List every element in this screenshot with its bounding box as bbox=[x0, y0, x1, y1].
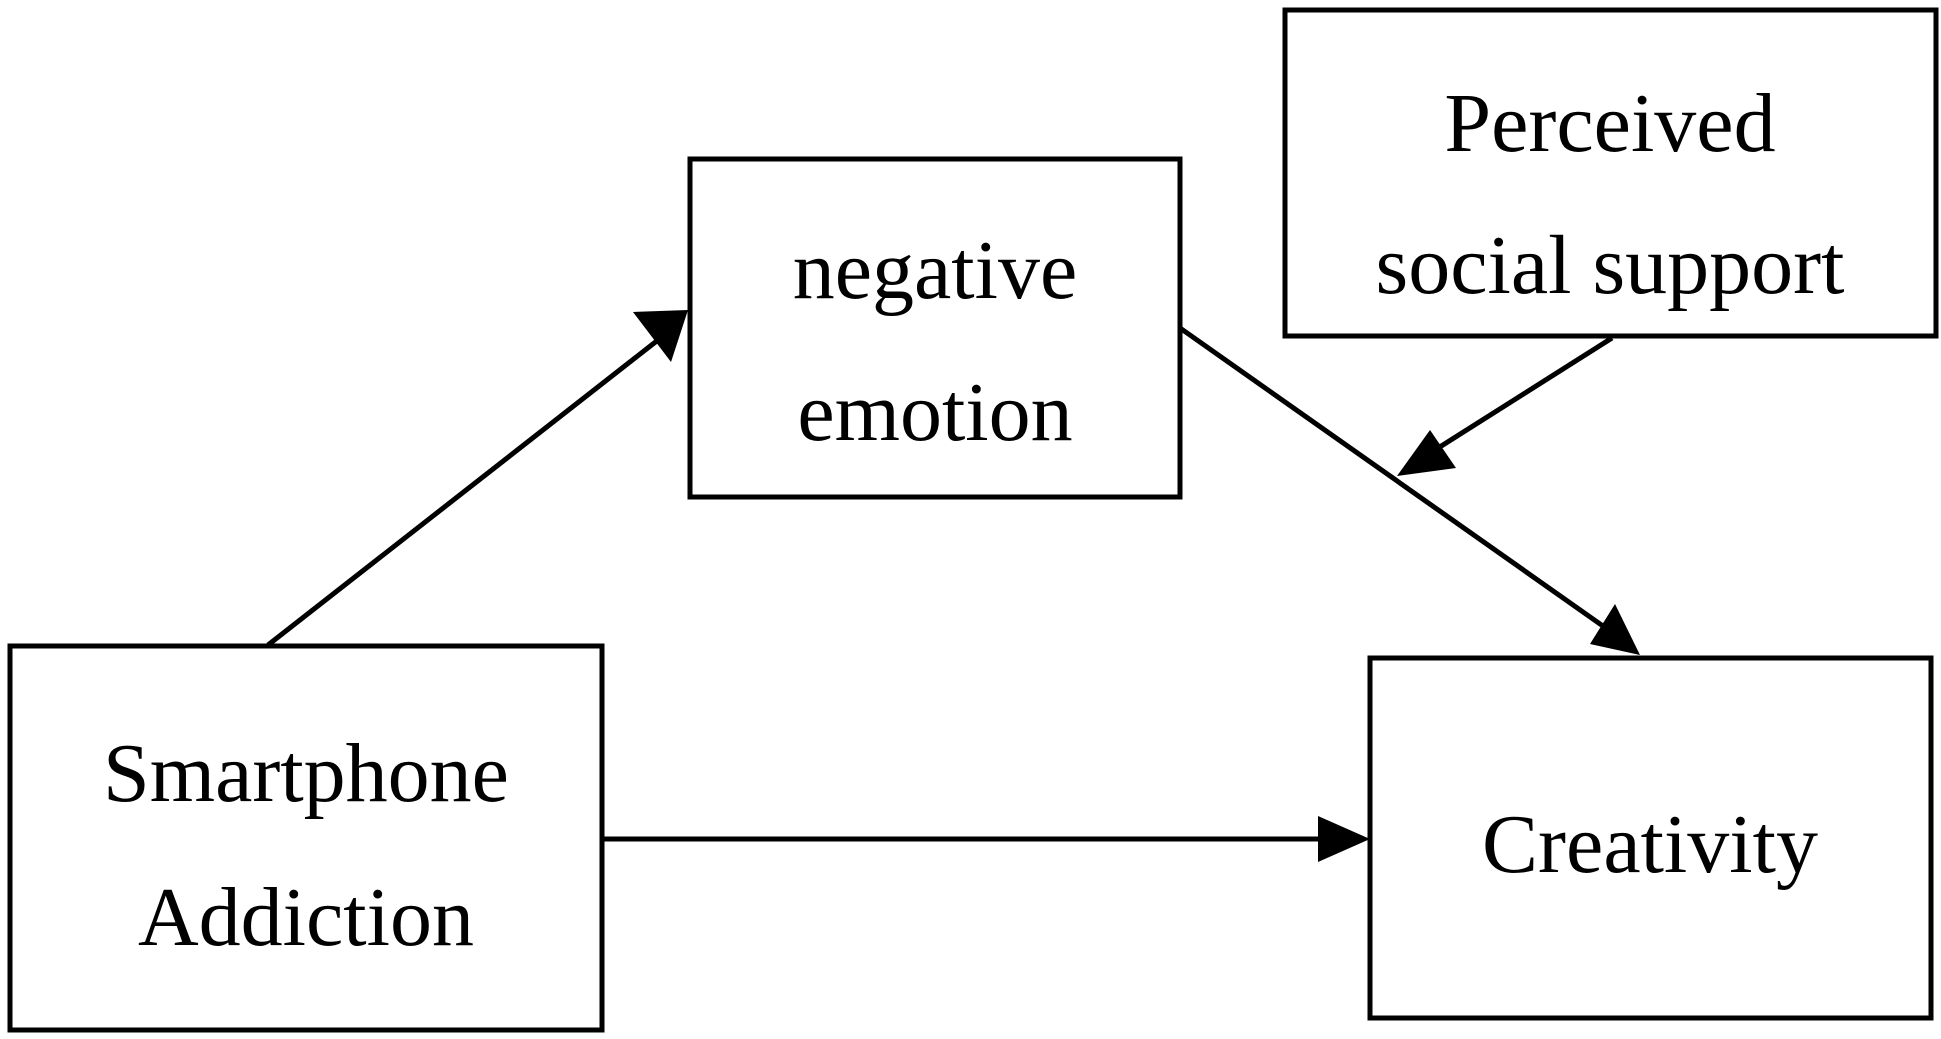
node-smartphone-addiction-line1: Smartphone bbox=[103, 727, 509, 820]
node-smartphone-addiction: Smartphone Addiction bbox=[7, 643, 605, 1033]
edge-emotion-to-creativity bbox=[1178, 325, 1612, 634]
arrowhead-addiction-to-emotion bbox=[633, 310, 688, 362]
node-smartphone-addiction-line2: Addiction bbox=[138, 871, 474, 964]
node-negative-emotion: negative emotion bbox=[687, 156, 1183, 500]
node-creativity-line1: Creativity bbox=[1482, 798, 1818, 891]
node-creativity: Creativity bbox=[1367, 655, 1934, 1021]
edge-addiction-to-emotion bbox=[266, 338, 660, 647]
arrowhead-emotion-to-creativity bbox=[1590, 604, 1640, 655]
arrowhead-support-moderation bbox=[1397, 430, 1456, 476]
node-perceived-social-support: Perceived social support bbox=[1282, 7, 1939, 339]
node-perceived-social-support-line1: Perceived bbox=[1444, 77, 1775, 170]
node-negative-emotion-line1: negative bbox=[793, 224, 1078, 317]
edge-support-moderation bbox=[1433, 335, 1614, 453]
edges bbox=[266, 310, 1640, 862]
node-perceived-social-support-line2: social support bbox=[1376, 219, 1845, 312]
arrowhead-addiction-to-creativity bbox=[1318, 816, 1370, 862]
node-negative-emotion-line2: emotion bbox=[797, 366, 1072, 459]
